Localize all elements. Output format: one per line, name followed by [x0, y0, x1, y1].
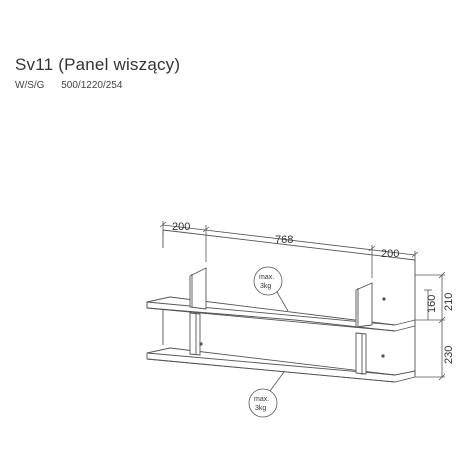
dim-label-right-upper: 210	[443, 293, 455, 311]
load-note-upper-bubble	[253, 266, 283, 296]
dim-tick	[411, 251, 419, 258]
load-note-lower-line2: 3kg	[255, 405, 266, 412]
load-note-upper-line2: 3kg	[260, 283, 271, 290]
back-panel-top-edge	[162, 229, 416, 261]
dim-label-top-right: 200	[381, 248, 399, 260]
dimensions-label: W/S/G	[15, 80, 45, 91]
lower-shelf-front-bottom	[146, 358, 396, 383]
left-divider-upper	[189, 267, 207, 310]
dim-label-top-middle: 768	[275, 234, 293, 246]
product-title: Sv11 (Panel wiszący)	[15, 55, 181, 74]
upper-shelf-front-bottom	[146, 307, 396, 332]
dim-tick	[438, 271, 446, 279]
load-note-lower-line1: max.	[254, 396, 269, 403]
load-note-lower-bubble	[248, 388, 278, 418]
lower-shelf-front-top	[146, 352, 396, 376]
dim-label-top-left: 200	[172, 221, 190, 233]
product-dimensions: W/S/G 500/1220/254	[15, 80, 122, 91]
mount-hole	[382, 297, 386, 301]
dim-tick	[159, 221, 167, 228]
load-note-lower-leader	[269, 371, 285, 392]
dim-tick	[368, 245, 376, 252]
upper-shelf-front-top	[146, 301, 396, 326]
load-note-upper-line1: max.	[259, 274, 274, 281]
dim-tick	[202, 226, 210, 233]
load-note-upper-leader	[276, 291, 289, 312]
right-divider-lower	[355, 332, 367, 375]
left-divider-lower	[189, 312, 201, 356]
dimensions-value: 500/1220/254	[61, 80, 123, 91]
right-divider-upper	[355, 282, 373, 328]
dim-tick	[438, 373, 446, 381]
dim-tick	[438, 316, 446, 324]
dim-label-right-lower: 230	[443, 346, 455, 364]
mount-hole	[199, 342, 203, 346]
mount-hole	[381, 354, 385, 358]
dim-label-right-top: 160	[426, 295, 438, 313]
